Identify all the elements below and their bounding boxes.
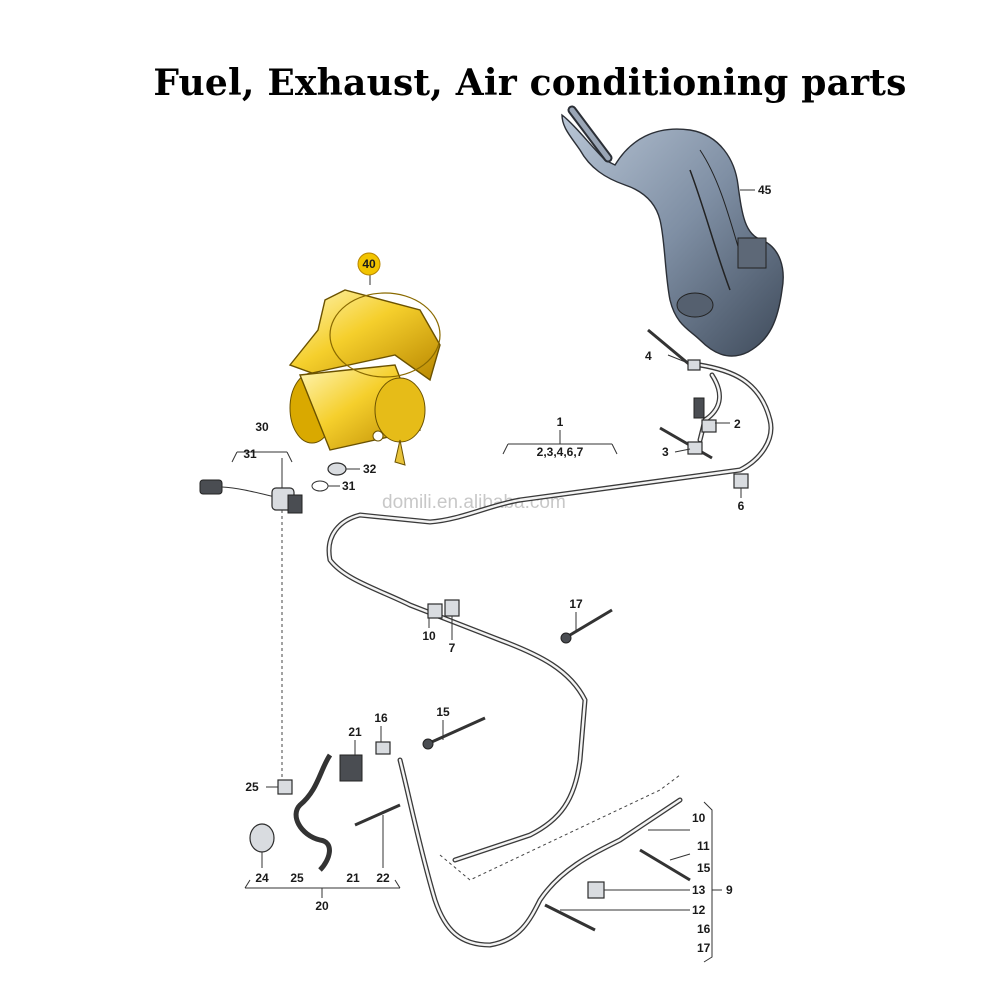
callout-9: 9 [726,883,733,897]
callout-17: 17 [569,597,583,611]
callout-17-lower: 17 [697,941,711,955]
callout-30-sub: 31 [243,447,257,461]
watermark-text: domili.en.alibaba.com [382,492,566,513]
particulate-filter-40 [288,252,441,466]
callout-10-upper: 10 [422,629,436,643]
callout-20: 20 [315,899,329,913]
sensor-30 [199,451,360,514]
callout-labels: 40 45 1 2,3,4,6,7 2 3 4 6 30 31 31 32 17… [243,183,771,955]
callout-25-lower: 25 [290,871,304,885]
fuel-tank-45 [561,105,784,357]
callout-31: 31 [342,479,356,493]
callout-21-upper: 21 [348,725,362,739]
callout-15-upper: 15 [436,705,450,719]
callout-1-sub: 2,3,4,6,7 [537,445,584,459]
highlight-badge-40 [357,252,381,276]
callout-45: 45 [758,183,772,197]
callout-40: 40 [362,257,376,271]
callout-3: 3 [662,445,669,459]
callout-15-lower: 15 [697,861,711,875]
callout-2: 2 [734,417,741,431]
callout-25-upper: 25 [245,780,259,794]
callout-24: 24 [255,871,269,885]
callout-11: 11 [697,839,710,853]
callout-1: 1 [557,415,564,429]
diagram-title: Fuel, Exhaust, Air conditioning parts [153,62,907,104]
callout-32: 32 [363,462,377,476]
callout-12: 12 [692,903,706,917]
callout-7: 7 [449,641,456,655]
callout-4: 4 [645,349,652,363]
callout-13: 13 [692,883,706,897]
callout-10-lower: 10 [692,811,706,825]
callout-6: 6 [738,499,745,513]
callout-16-upper: 16 [374,711,388,725]
callout-22: 22 [376,871,390,885]
leader-lines [244,354,742,963]
callout-16-lower: 16 [697,922,711,936]
callout-30: 30 [255,420,269,434]
callout-21-lower: 21 [346,871,360,885]
small-parts [249,328,749,932]
